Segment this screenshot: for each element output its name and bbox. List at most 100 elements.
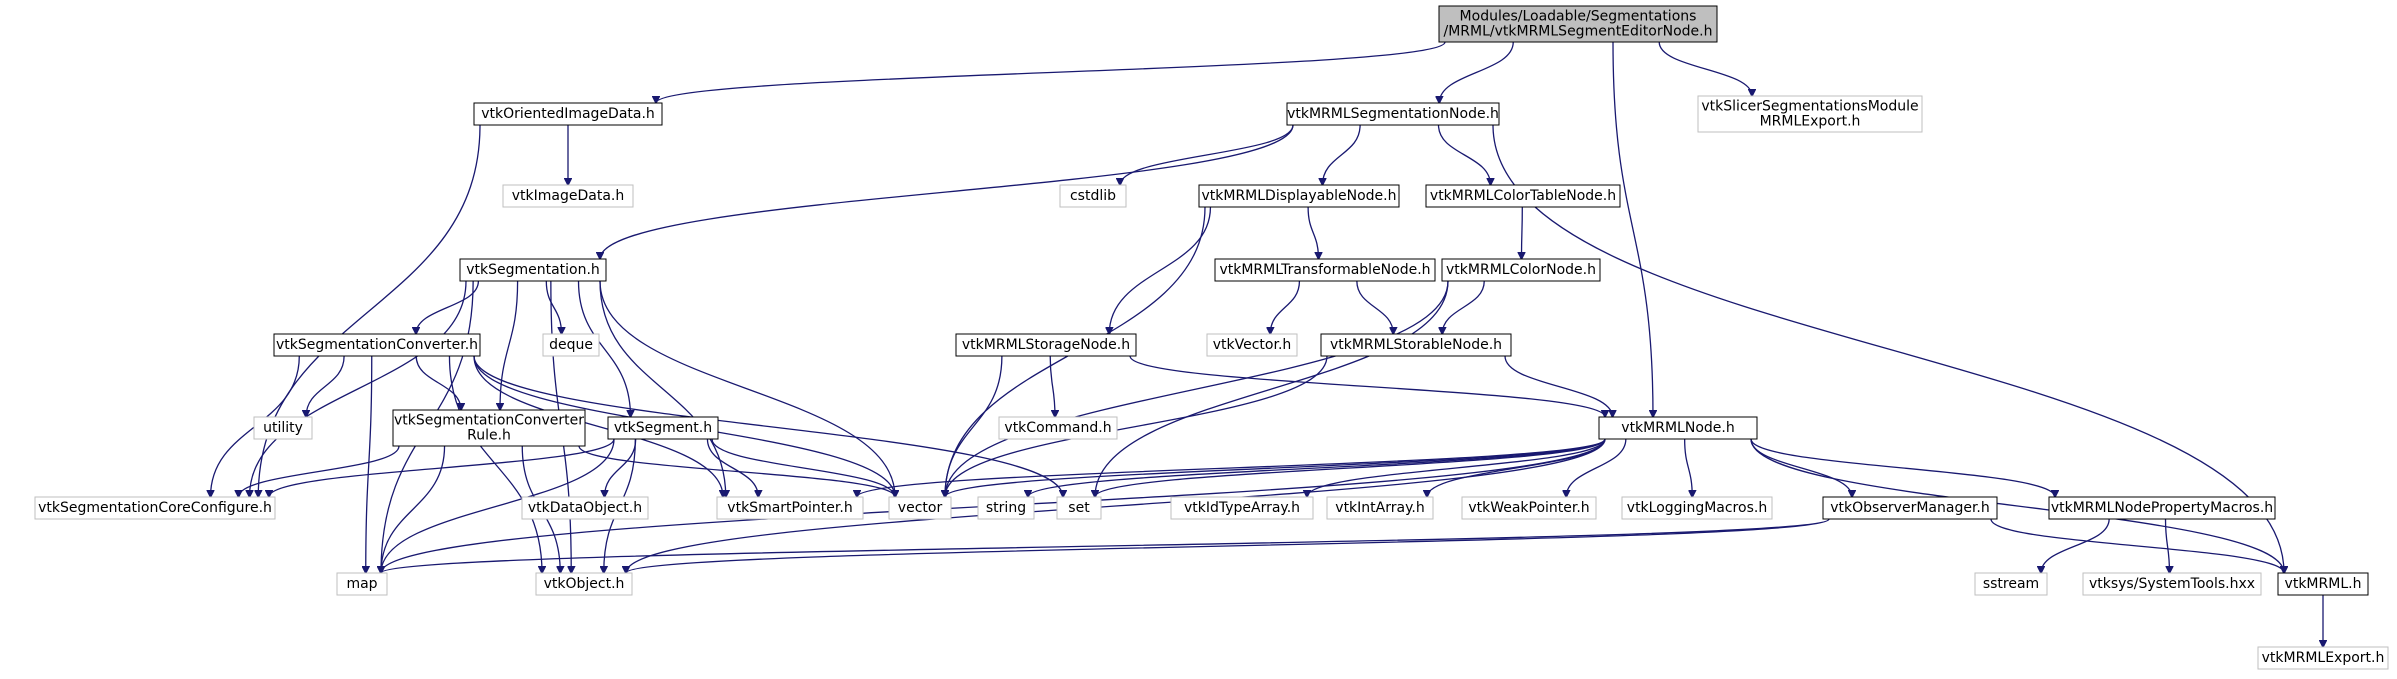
node-box (1598, 416, 1758, 440)
edge-transformable-node-to-vtk-vector (1270, 280, 1301, 334)
node-box (459, 258, 607, 282)
node-color-table-node[interactable]: vtkMRMLColorTableNode.h (1425, 184, 1621, 208)
edge-segmentation-to-vector (599, 280, 895, 497)
node-box (888, 496, 952, 520)
edge-mrml-node-to-vtk-mrml (1750, 438, 2284, 573)
node-box (2082, 572, 2262, 596)
edge-root-to-mrml-node (1612, 41, 1653, 417)
edge-seg-converter-rule-to-seg-core-configure (239, 445, 400, 497)
node-label: vector (898, 500, 943, 516)
node-label: vtkMRMLNodePropertyMacros.h (2051, 500, 2273, 516)
node-box (1621, 496, 1773, 520)
node-root[interactable]: Modules/Loadable/Segmentations/MRML/vtkM… (1438, 5, 1718, 43)
node-label: vtkMRMLSegmentationNode.h (1287, 106, 1499, 122)
node-color-node[interactable]: vtkMRMLColorNode.h (1441, 258, 1601, 282)
node-label: sstream (1983, 576, 2039, 592)
node-cstdlib: cstdlib (1059, 184, 1127, 208)
edge-segmentation-node-to-cstdlib (1120, 124, 1294, 185)
node-set: set (1056, 496, 1102, 520)
node-label: vtkImageData.h (512, 188, 624, 204)
node-segmentation-node[interactable]: vtkMRMLSegmentationNode.h (1286, 102, 1500, 126)
edge-mrml-node-to-smart-pointer (857, 438, 1606, 497)
node-label: vtkSegmentation.h (466, 262, 600, 278)
node-mrml-node[interactable]: vtkMRMLNode.h (1598, 416, 1758, 440)
node-label: vtkSegmentationCoreConfigure.h (38, 500, 272, 516)
node-label: cstdlib (1070, 188, 1116, 204)
edge-color-table-node-to-color-node (1522, 206, 1523, 259)
node-box (1461, 496, 1597, 520)
edge-mrml-node-to-set (1095, 438, 1606, 497)
node-segment[interactable]: vtkSegment.h (607, 416, 719, 440)
node-box (473, 102, 663, 126)
node-label: vtkSegmentationConverter.h (276, 337, 478, 353)
node-label: string (986, 500, 1026, 516)
edge-segment-to-map (381, 438, 615, 573)
edge-color-node-to-set (1095, 280, 1449, 497)
node-box (2277, 572, 2369, 596)
edge-seg-converter-to-seg-converter-rule (415, 355, 461, 410)
node-logging-macros: vtkLoggingMacros.h (1621, 496, 1773, 520)
node-box (273, 333, 481, 357)
node-map: map (336, 572, 388, 596)
node-box (521, 496, 649, 520)
node-label: vtkMRMLTransformableNode.h (1219, 262, 1430, 278)
edge-mrml-node-to-id-type-array (1307, 438, 1606, 497)
node-string: string (977, 496, 1035, 520)
node-oriented-image-data[interactable]: vtkOrientedImageData.h (473, 102, 663, 126)
node-box (1059, 184, 1127, 208)
node-vtk-mrml[interactable]: vtkMRML.h (2277, 572, 2369, 596)
edge-node-property-macros-to-system-tools (2164, 518, 2170, 573)
node-node-property-macros[interactable]: vtkMRMLNodePropertyMacros.h (2048, 496, 2276, 520)
node-label: vtkMRMLExport.h (2262, 650, 2385, 666)
edge-observer-manager-to-vtk-object (626, 518, 1830, 573)
edge-segmentation-node-to-displayable-node (1323, 124, 1361, 185)
edge-color-node-to-storable-node (1442, 280, 1485, 334)
node-label: vtkObserverManager.h (1830, 500, 1990, 516)
edge-segment-to-vector (711, 438, 895, 497)
edge-seg-converter-to-map (366, 355, 373, 573)
node-box (1206, 333, 1298, 357)
node-box (542, 333, 600, 357)
edge-segmentation-to-seg-converter (416, 280, 480, 334)
node-box (716, 496, 864, 520)
node-label: vtksys/SystemTools.hxx (2089, 576, 2255, 592)
node-box (1974, 572, 2048, 596)
node-label: vtkWeakPointer.h (1468, 500, 1589, 516)
node-label: vtkSmartPointer.h (727, 500, 852, 516)
node-storable-node[interactable]: vtkMRMLStorableNode.h (1320, 333, 1512, 357)
edge-mrml-node-to-string (1028, 438, 1606, 497)
node-label: deque (549, 337, 593, 353)
edge-storable-node-to-vector (945, 355, 1328, 497)
node-transformable-node[interactable]: vtkMRMLTransformableNode.h (1214, 258, 1436, 282)
node-storage-node[interactable]: vtkMRMLStorageNode.h (955, 333, 1137, 357)
node-segmentation[interactable]: vtkSegmentation.h (459, 258, 607, 282)
node-box (1438, 5, 1718, 43)
node-observer-manager[interactable]: vtkObserverManager.h (1822, 496, 1998, 520)
node-box (1326, 496, 1434, 520)
edge-mrml-node-to-vtk-object (626, 438, 1606, 573)
edge-node-property-macros-to-sstream (2041, 518, 2110, 573)
node-label: MRMLExport.h (1760, 114, 1861, 130)
node-label: set (1068, 500, 1090, 516)
node-label: vtkMRMLColorTableNode.h (1430, 188, 1616, 204)
node-box (2257, 646, 2389, 670)
edge-segment-to-data-object (605, 438, 637, 497)
node-displayable-node[interactable]: vtkMRMLDisplayableNode.h (1198, 184, 1400, 208)
node-box (607, 416, 719, 440)
node-label: vtkMRMLDisplayableNode.h (1201, 188, 1396, 204)
node-label: vtkMRMLNode.h (1621, 420, 1734, 436)
node-weak-pointer: vtkWeakPointer.h (1461, 496, 1597, 520)
edge-segmentation-node-to-vtk-mrml (1492, 124, 2284, 573)
node-seg-converter[interactable]: vtkSegmentationConverter.h (273, 333, 481, 357)
edge-segment-to-smart-pointer (706, 438, 758, 497)
node-box (1286, 102, 1500, 126)
edge-storable-node-to-mrml-node (1504, 355, 1613, 417)
edge-seg-converter-to-set (473, 355, 1063, 497)
node-box (1214, 258, 1436, 282)
node-box (1425, 184, 1621, 208)
node-vtk-vector: vtkVector.h (1206, 333, 1298, 357)
edge-storage-node-to-vector (945, 355, 1003, 497)
node-label: vtkSlicerSegmentationsModule (1701, 99, 1918, 115)
